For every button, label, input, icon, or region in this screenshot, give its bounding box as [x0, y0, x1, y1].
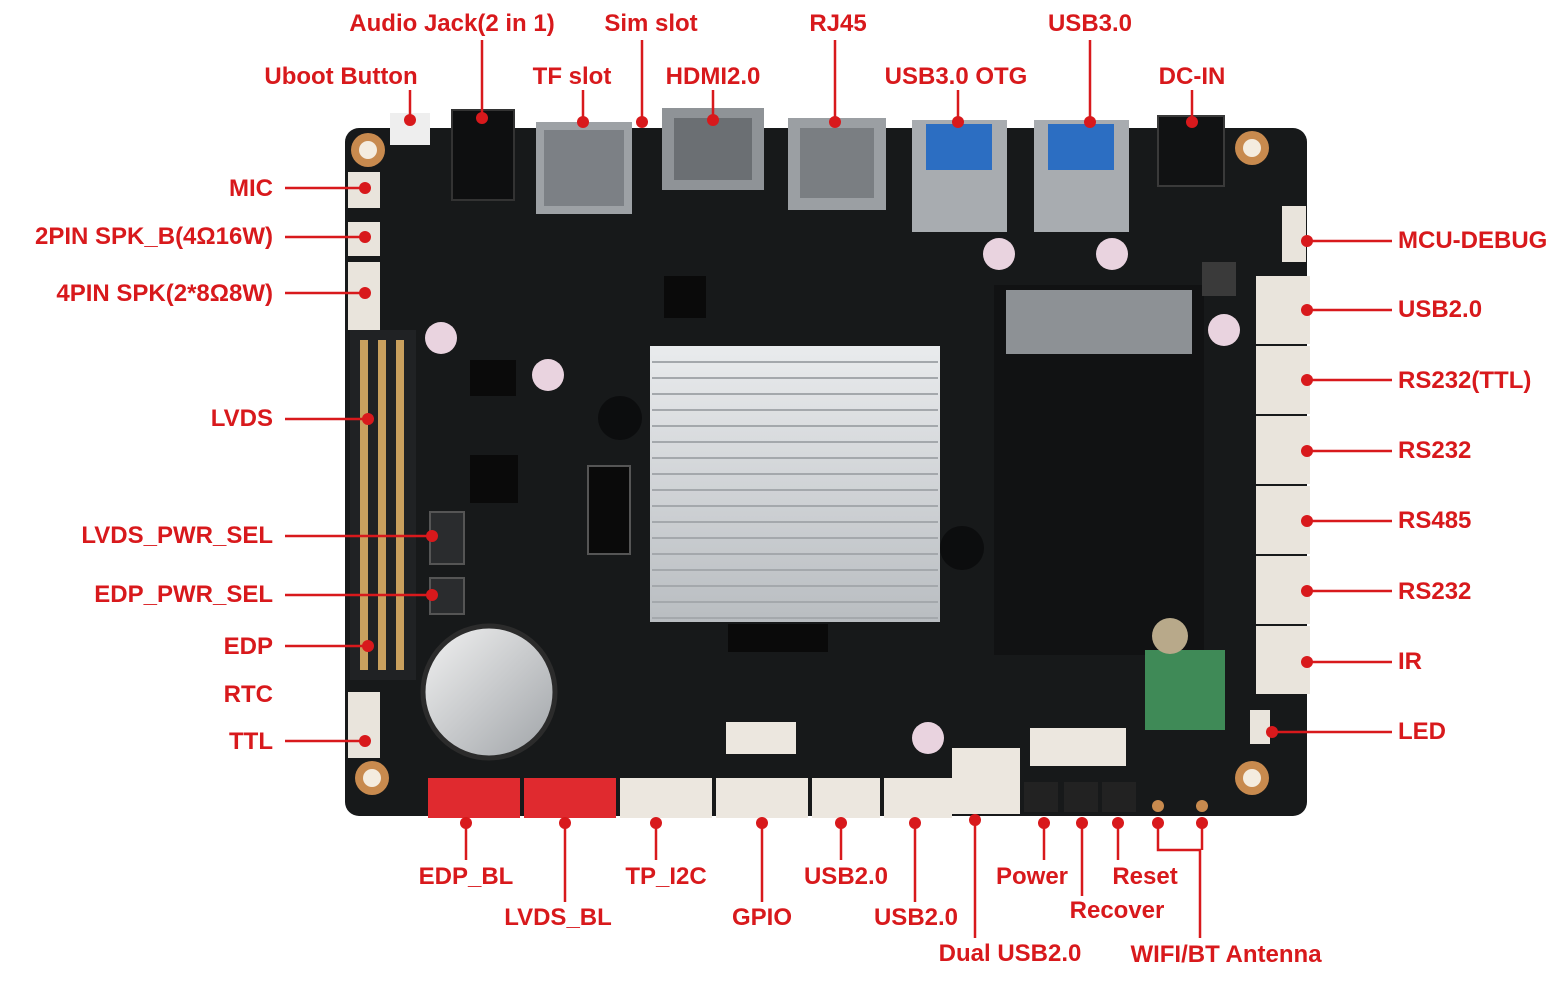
label-usb20-right: USB2.0	[1398, 296, 1483, 323]
label-rs232-ttl: RS232(TTL)	[1398, 367, 1532, 394]
dot-power	[1038, 817, 1050, 829]
dot-mic	[359, 182, 371, 194]
dot-usb20-right	[1301, 304, 1313, 316]
dot-dc-in	[1186, 116, 1198, 128]
board-components	[425, 238, 1240, 754]
label-rs232-a: RS232	[1398, 437, 1472, 464]
label-rtc: RTC	[223, 681, 273, 708]
label-recover: Recover	[1069, 897, 1165, 924]
label-usb30: USB3.0	[1047, 10, 1133, 37]
label-led: LED	[1398, 718, 1446, 745]
callout-dots	[359, 112, 1313, 829]
dot-rs232-a	[1301, 445, 1313, 457]
label-mic: MIC	[229, 175, 273, 202]
dot-gpio	[756, 817, 768, 829]
dot-audio-jack	[476, 112, 488, 124]
dot-edp-bl	[460, 817, 472, 829]
label-rj45: RJ45	[809, 10, 867, 37]
dot-wifi-bt-antenna-b	[1196, 817, 1208, 829]
label-spk-2pin: 2PIN SPK_B(4Ω16W)	[35, 223, 273, 250]
label-edp-pwr-sel: EDP_PWR_SEL	[94, 581, 273, 608]
dot-recover	[1076, 817, 1088, 829]
dot-rs232-b	[1301, 585, 1313, 597]
dot-rj45	[829, 116, 841, 128]
label-rs485: RS485	[1398, 507, 1472, 534]
left-connectors	[348, 172, 380, 758]
leader-wifi-bt-antenna	[1156, 823, 1202, 938]
label-audio-jack: Audio Jack(2 in 1)	[349, 10, 555, 37]
label-edp-bl: EDP_BL	[418, 863, 514, 890]
dot-usb20-bottom-a	[835, 817, 847, 829]
dot-wifi-bt-antenna	[1152, 817, 1164, 829]
label-uboot-button: Uboot Button	[264, 63, 418, 90]
right-connectors	[1250, 206, 1310, 744]
label-rs232-b: RS232	[1398, 578, 1472, 605]
label-mcu-debug: MCU-DEBUG	[1398, 227, 1548, 254]
header-pins	[360, 340, 404, 670]
label-dual-usb20: Dual USB2.0	[938, 940, 1082, 967]
dot-rs485	[1301, 515, 1313, 527]
label-edp: EDP	[223, 633, 273, 660]
mounting-holes	[351, 131, 1269, 795]
dot-usb30-otg	[952, 116, 964, 128]
label-tf-slot: TF slot	[532, 63, 612, 90]
bottom-connectors	[428, 722, 1208, 818]
dot-spk-4pin	[359, 287, 371, 299]
label-usb20-bottom-b: USB2.0	[873, 904, 959, 931]
dot-edp-pwr-sel	[426, 589, 438, 601]
dot-edp	[362, 640, 374, 652]
dot-lvds-pwr-sel	[426, 530, 438, 542]
dot-usb30	[1084, 116, 1096, 128]
label-ttl: TTL	[229, 728, 273, 755]
dot-uboot-button	[404, 114, 416, 126]
label-spk-4pin: 4PIN SPK(2*8Ω8W)	[56, 280, 273, 307]
label-wifi-bt-antenna: WIFI/BT Antenna	[1130, 941, 1322, 968]
dot-tp-i2c	[650, 817, 662, 829]
dot-lvds-bl	[559, 817, 571, 829]
top-connectors	[390, 108, 1225, 232]
dot-reset	[1112, 817, 1124, 829]
label-ir: IR	[1398, 648, 1422, 675]
label-dc-in: DC-IN	[1158, 63, 1226, 90]
heatsink	[650, 346, 940, 622]
dot-ttl	[359, 735, 371, 747]
dot-usb20-bottom-b	[909, 817, 921, 829]
label-reset: Reset	[1112, 863, 1178, 890]
label-usb30-otg: USB3.0 OTG	[884, 63, 1028, 90]
dot-lvds	[362, 413, 374, 425]
dot-spk-2pin	[359, 231, 371, 243]
label-power: Power	[995, 863, 1069, 890]
label-tp-i2c: TP_I2C	[625, 863, 707, 890]
dot-rs232-ttl	[1301, 374, 1313, 386]
rtc-battery	[420, 623, 558, 761]
dot-tf-slot	[577, 116, 589, 128]
dot-mcu-debug	[1301, 235, 1313, 247]
label-sim-slot: Sim slot	[604, 10, 698, 37]
dot-dual-usb20	[969, 814, 981, 826]
label-lvds-bl: LVDS_BL	[504, 904, 612, 931]
label-hdmi: HDMI2.0	[665, 63, 761, 90]
dot-ir	[1301, 656, 1313, 668]
dot-led	[1266, 726, 1278, 738]
label-lvds: LVDS	[210, 405, 273, 432]
label-lvds-pwr-sel: LVDS_PWR_SEL	[81, 522, 273, 549]
dot-sim-slot	[636, 116, 648, 128]
label-usb20-bottom-a: USB2.0	[803, 863, 889, 890]
dot-hdmi	[707, 114, 719, 126]
label-gpio: GPIO	[731, 904, 793, 931]
